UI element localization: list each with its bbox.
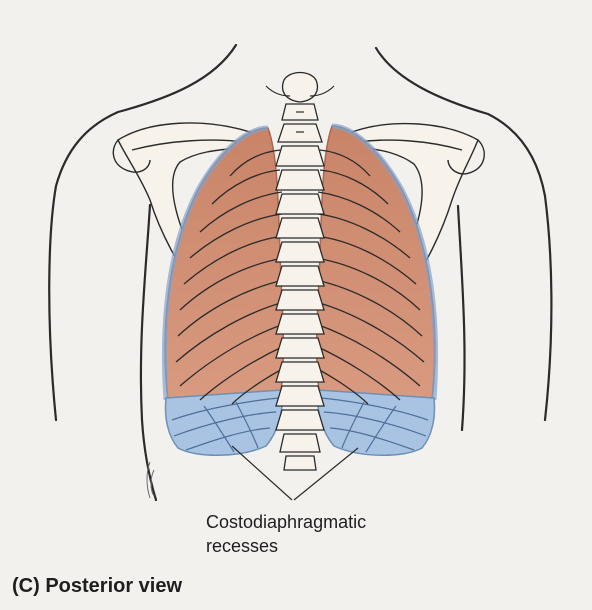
- recesses-label-line2: recesses: [206, 534, 366, 558]
- recesses-label-line1: Costodiaphragmatic: [206, 510, 366, 534]
- right-recess: [318, 390, 435, 455]
- view-caption: (C) Posterior view: [12, 575, 182, 598]
- costodiaphragmatic-recesses-label: Costodiaphragmatic recesses: [206, 510, 366, 558]
- left-lung: [164, 128, 283, 400]
- left-recess: [166, 390, 283, 455]
- leader-lines: [232, 446, 358, 500]
